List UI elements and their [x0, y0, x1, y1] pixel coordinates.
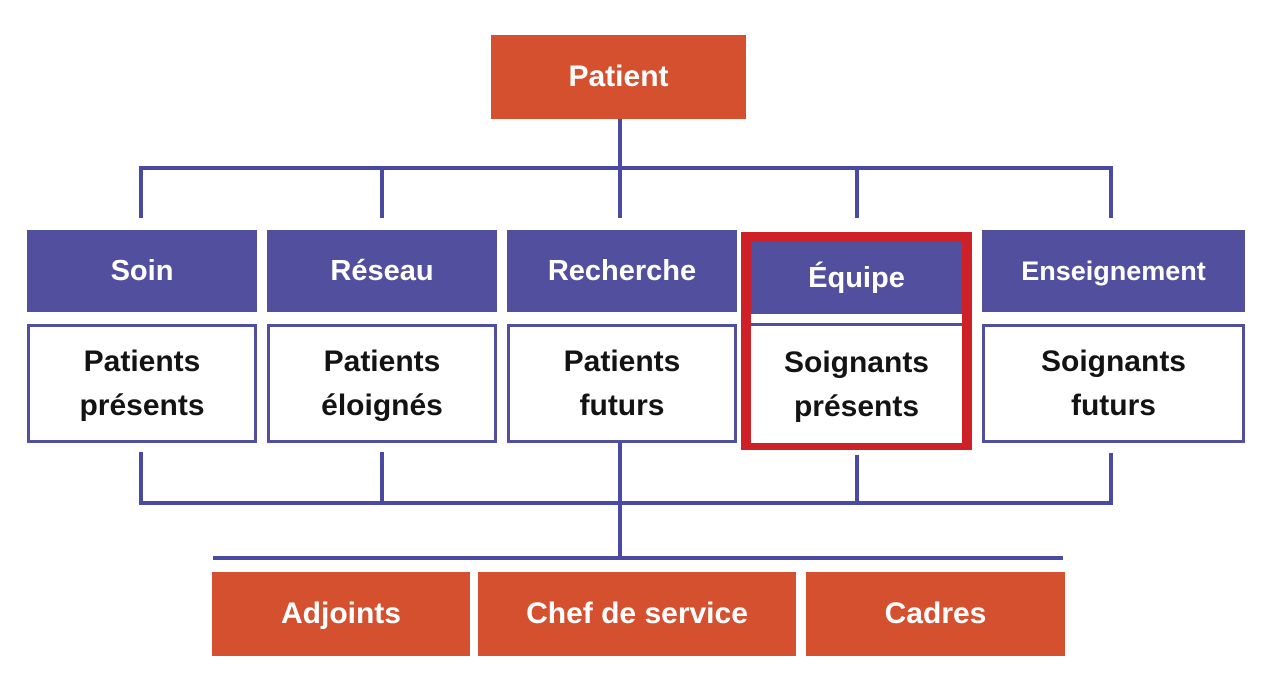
node-patients-futurs-label: Patients futurs [563, 344, 681, 422]
node-enseignement: Enseignement [982, 230, 1245, 312]
node-cadres: Cadres [806, 572, 1065, 656]
node-patient: Patient [491, 35, 746, 119]
node-reseau: Réseau [267, 230, 497, 312]
node-patients-presents-label: Patients présents [79, 344, 205, 422]
highlight-frame-equipe: Équipe Soignants présents [741, 232, 972, 450]
node-soignants-futurs-label: Soignants futurs [1040, 344, 1186, 422]
node-recherche-label: Recherche [547, 254, 697, 287]
node-soignants-presents-label: Soignants présents [783, 345, 929, 423]
node-patients-presents: Patients présents [27, 324, 257, 443]
node-soin: Soin [27, 230, 257, 312]
node-soignants-futurs: Soignants futurs [982, 324, 1245, 443]
node-adjoints-label: Adjoints [281, 597, 401, 630]
node-cadres-label: Cadres [884, 597, 987, 630]
node-patient-label: Patient [568, 60, 669, 93]
node-equipe: Équipe [751, 242, 962, 314]
node-soignants-presents: Soignants présents [751, 323, 962, 443]
node-chef-de-service: Chef de service [478, 572, 796, 656]
node-chef-de-service-label: Chef de service [526, 597, 748, 630]
node-patients-eloignes-label: Patients éloignés [321, 344, 443, 422]
node-enseignement-label: Enseignement [1021, 255, 1206, 286]
node-equipe-label: Équipe [808, 261, 905, 294]
node-reseau-label: Réseau [330, 254, 434, 287]
node-recherche: Recherche [507, 230, 737, 312]
node-patients-eloignes: Patients éloignés [267, 324, 497, 443]
node-soin-label: Soin [110, 254, 174, 287]
node-patients-futurs: Patients futurs [507, 324, 737, 443]
node-adjoints: Adjoints [212, 572, 470, 656]
